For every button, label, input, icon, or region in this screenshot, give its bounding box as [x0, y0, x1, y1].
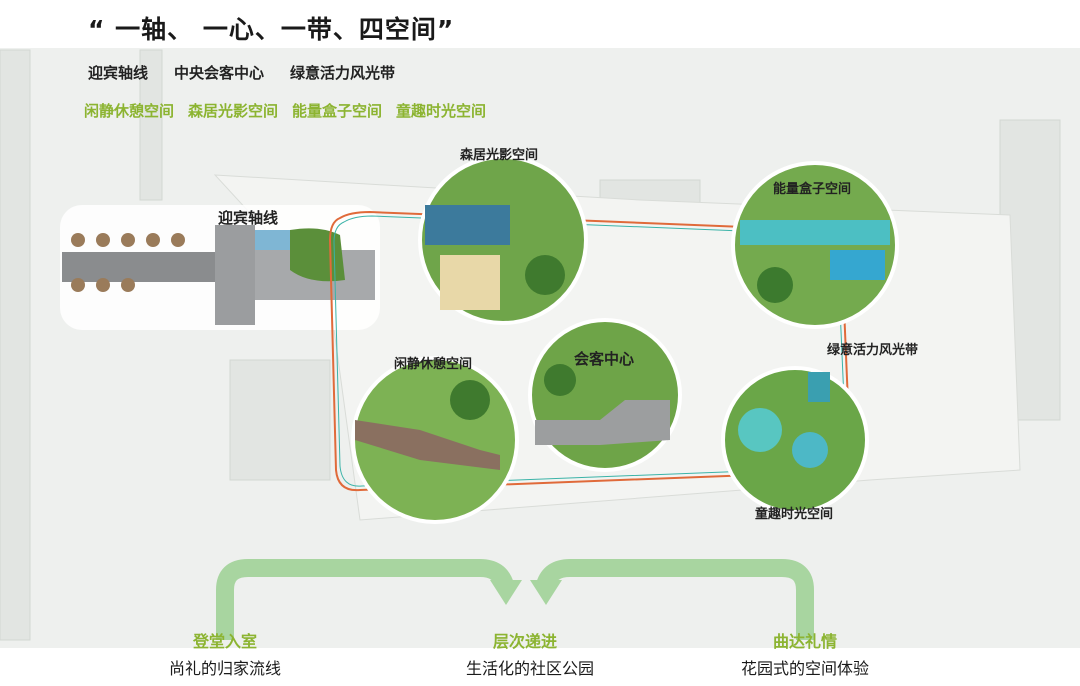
label-energy: 能量盒子空间 — [773, 182, 852, 197]
inset-center — [528, 318, 682, 472]
flow-right-sub: 花园式的空间体验 — [740, 659, 869, 678]
label-axis: 迎宾轴线 — [218, 209, 279, 227]
label-greenbelt: 绿意活力风光带 — [827, 343, 919, 358]
flow-mid-sub: 生活化的社区公园 — [465, 659, 594, 678]
page-title: “ 一轴、 一心、一带、四空间” — [88, 15, 455, 44]
legend-center: 中央会客中心 — [174, 64, 265, 82]
inset-forest — [418, 155, 588, 325]
label-kids: 童趣时光空间 — [755, 507, 834, 522]
inset-energy — [731, 161, 899, 329]
legend-energy: 能量盒子空间 — [292, 102, 383, 120]
legend-kids: 童趣时光空间 — [396, 102, 487, 120]
flow-mid-title: 层次递进 — [492, 632, 557, 651]
inset-leisure — [351, 356, 519, 524]
legend-spaces: 闲静休憩空间 森居光影空间 能量盒子空间 童趣时光空间 — [84, 100, 486, 121]
legend-greenbelt: 绿意活力风光带 — [290, 64, 396, 82]
legend-axis: 迎宾轴线 — [88, 64, 149, 82]
flow-left-sub: 尚礼的归家流线 — [168, 659, 281, 678]
label-center: 会客中心 — [574, 350, 635, 368]
flow-arrows — [216, 559, 814, 640]
axis-panel — [60, 205, 380, 330]
legend-forest: 森居光影空间 — [188, 102, 279, 120]
label-leisure: 闲静休憩空间 — [394, 357, 473, 372]
inset-kids — [721, 366, 869, 514]
flow-left-title: 登堂入室 — [192, 632, 257, 651]
legend-primary: 迎宾轴线 中央会客中心 绿意活力风光带 — [88, 62, 395, 83]
label-forest: 森居光影空间 — [460, 148, 539, 163]
legend-leisure: 闲静休憩空间 — [84, 102, 175, 120]
flow-right-title: 曲达礼情 — [772, 632, 837, 651]
